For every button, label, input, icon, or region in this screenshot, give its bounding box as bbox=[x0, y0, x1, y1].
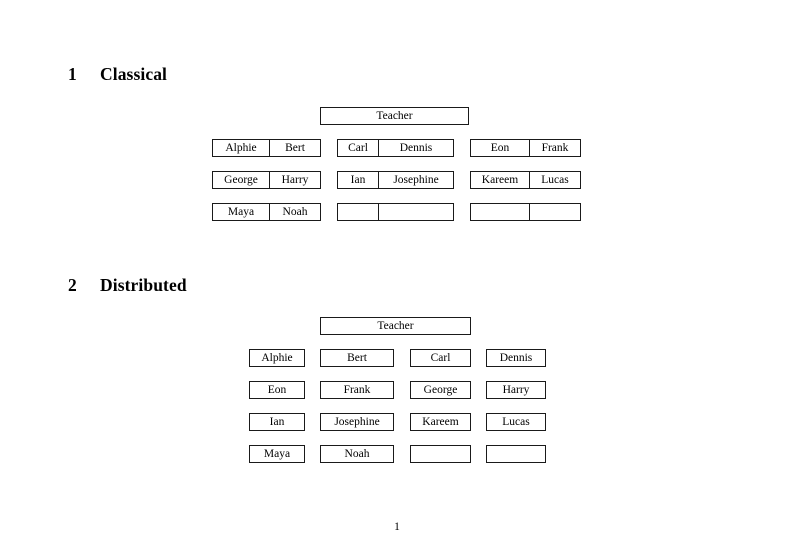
table-row: Maya Noah bbox=[212, 203, 321, 221]
table-cell: Frank bbox=[529, 140, 580, 156]
table-cell: Alphie bbox=[225, 142, 257, 154]
table-cell: Bert bbox=[320, 349, 394, 367]
table-row: Ian Josephine bbox=[337, 171, 454, 189]
page-number: 1 bbox=[394, 521, 400, 533]
table-cell: Lucas bbox=[529, 172, 580, 188]
teacher-box-classical: Teacher bbox=[320, 107, 469, 125]
table-cell: Maya bbox=[249, 445, 305, 463]
table-cell: Kareem bbox=[481, 174, 519, 186]
table-cell: Lucas bbox=[486, 413, 546, 431]
table-cell: Noah bbox=[320, 445, 394, 463]
table-cell-empty bbox=[338, 204, 378, 220]
section-number: 1 bbox=[68, 64, 77, 84]
table-cell: Harry bbox=[269, 172, 320, 188]
table-row bbox=[470, 203, 581, 221]
table-cell-empty bbox=[378, 204, 453, 220]
table-cell: Bert bbox=[269, 140, 320, 156]
table-cell: Josephine bbox=[320, 413, 394, 431]
section-heading-distributed: 2 Distributed bbox=[68, 275, 187, 295]
table-cell: Carl bbox=[410, 349, 471, 367]
teacher-box-distributed: Teacher bbox=[320, 317, 471, 335]
table-cell: Frank bbox=[320, 381, 394, 399]
table-row: Eon Frank bbox=[470, 139, 581, 157]
table-cell: George bbox=[410, 381, 471, 399]
table-cell: George bbox=[224, 174, 258, 186]
table-cell: Eon bbox=[490, 142, 510, 154]
table-cell: Josephine bbox=[378, 172, 453, 188]
table-cell: Alphie bbox=[249, 349, 305, 367]
table-cell: Kareem bbox=[410, 413, 471, 431]
table-cell: Maya bbox=[227, 206, 255, 218]
table-row: Carl Dennis bbox=[337, 139, 454, 157]
table-cell: Eon bbox=[249, 381, 305, 399]
table-cell-empty bbox=[529, 204, 580, 220]
table-row bbox=[337, 203, 454, 221]
table-row: Alphie Bert bbox=[212, 139, 321, 157]
table-cell-empty bbox=[471, 204, 529, 220]
table-row: George Harry bbox=[212, 171, 321, 189]
table-cell: Harry bbox=[486, 381, 546, 399]
section-title: Classical bbox=[100, 64, 168, 84]
section-heading-classical: 1 Classical bbox=[68, 64, 168, 84]
table-cell: Noah bbox=[269, 204, 320, 220]
table-cell-empty bbox=[410, 445, 471, 463]
table-cell: Ian bbox=[350, 174, 366, 186]
table-cell: Dennis bbox=[486, 349, 546, 367]
section-number: 2 bbox=[68, 275, 77, 295]
table-cell: Carl bbox=[348, 142, 368, 154]
table-cell: Dennis bbox=[378, 140, 453, 156]
table-cell: Ian bbox=[249, 413, 305, 431]
table-cell-empty bbox=[486, 445, 546, 463]
table-row: Kareem Lucas bbox=[470, 171, 581, 189]
section-title: Distributed bbox=[100, 275, 187, 295]
